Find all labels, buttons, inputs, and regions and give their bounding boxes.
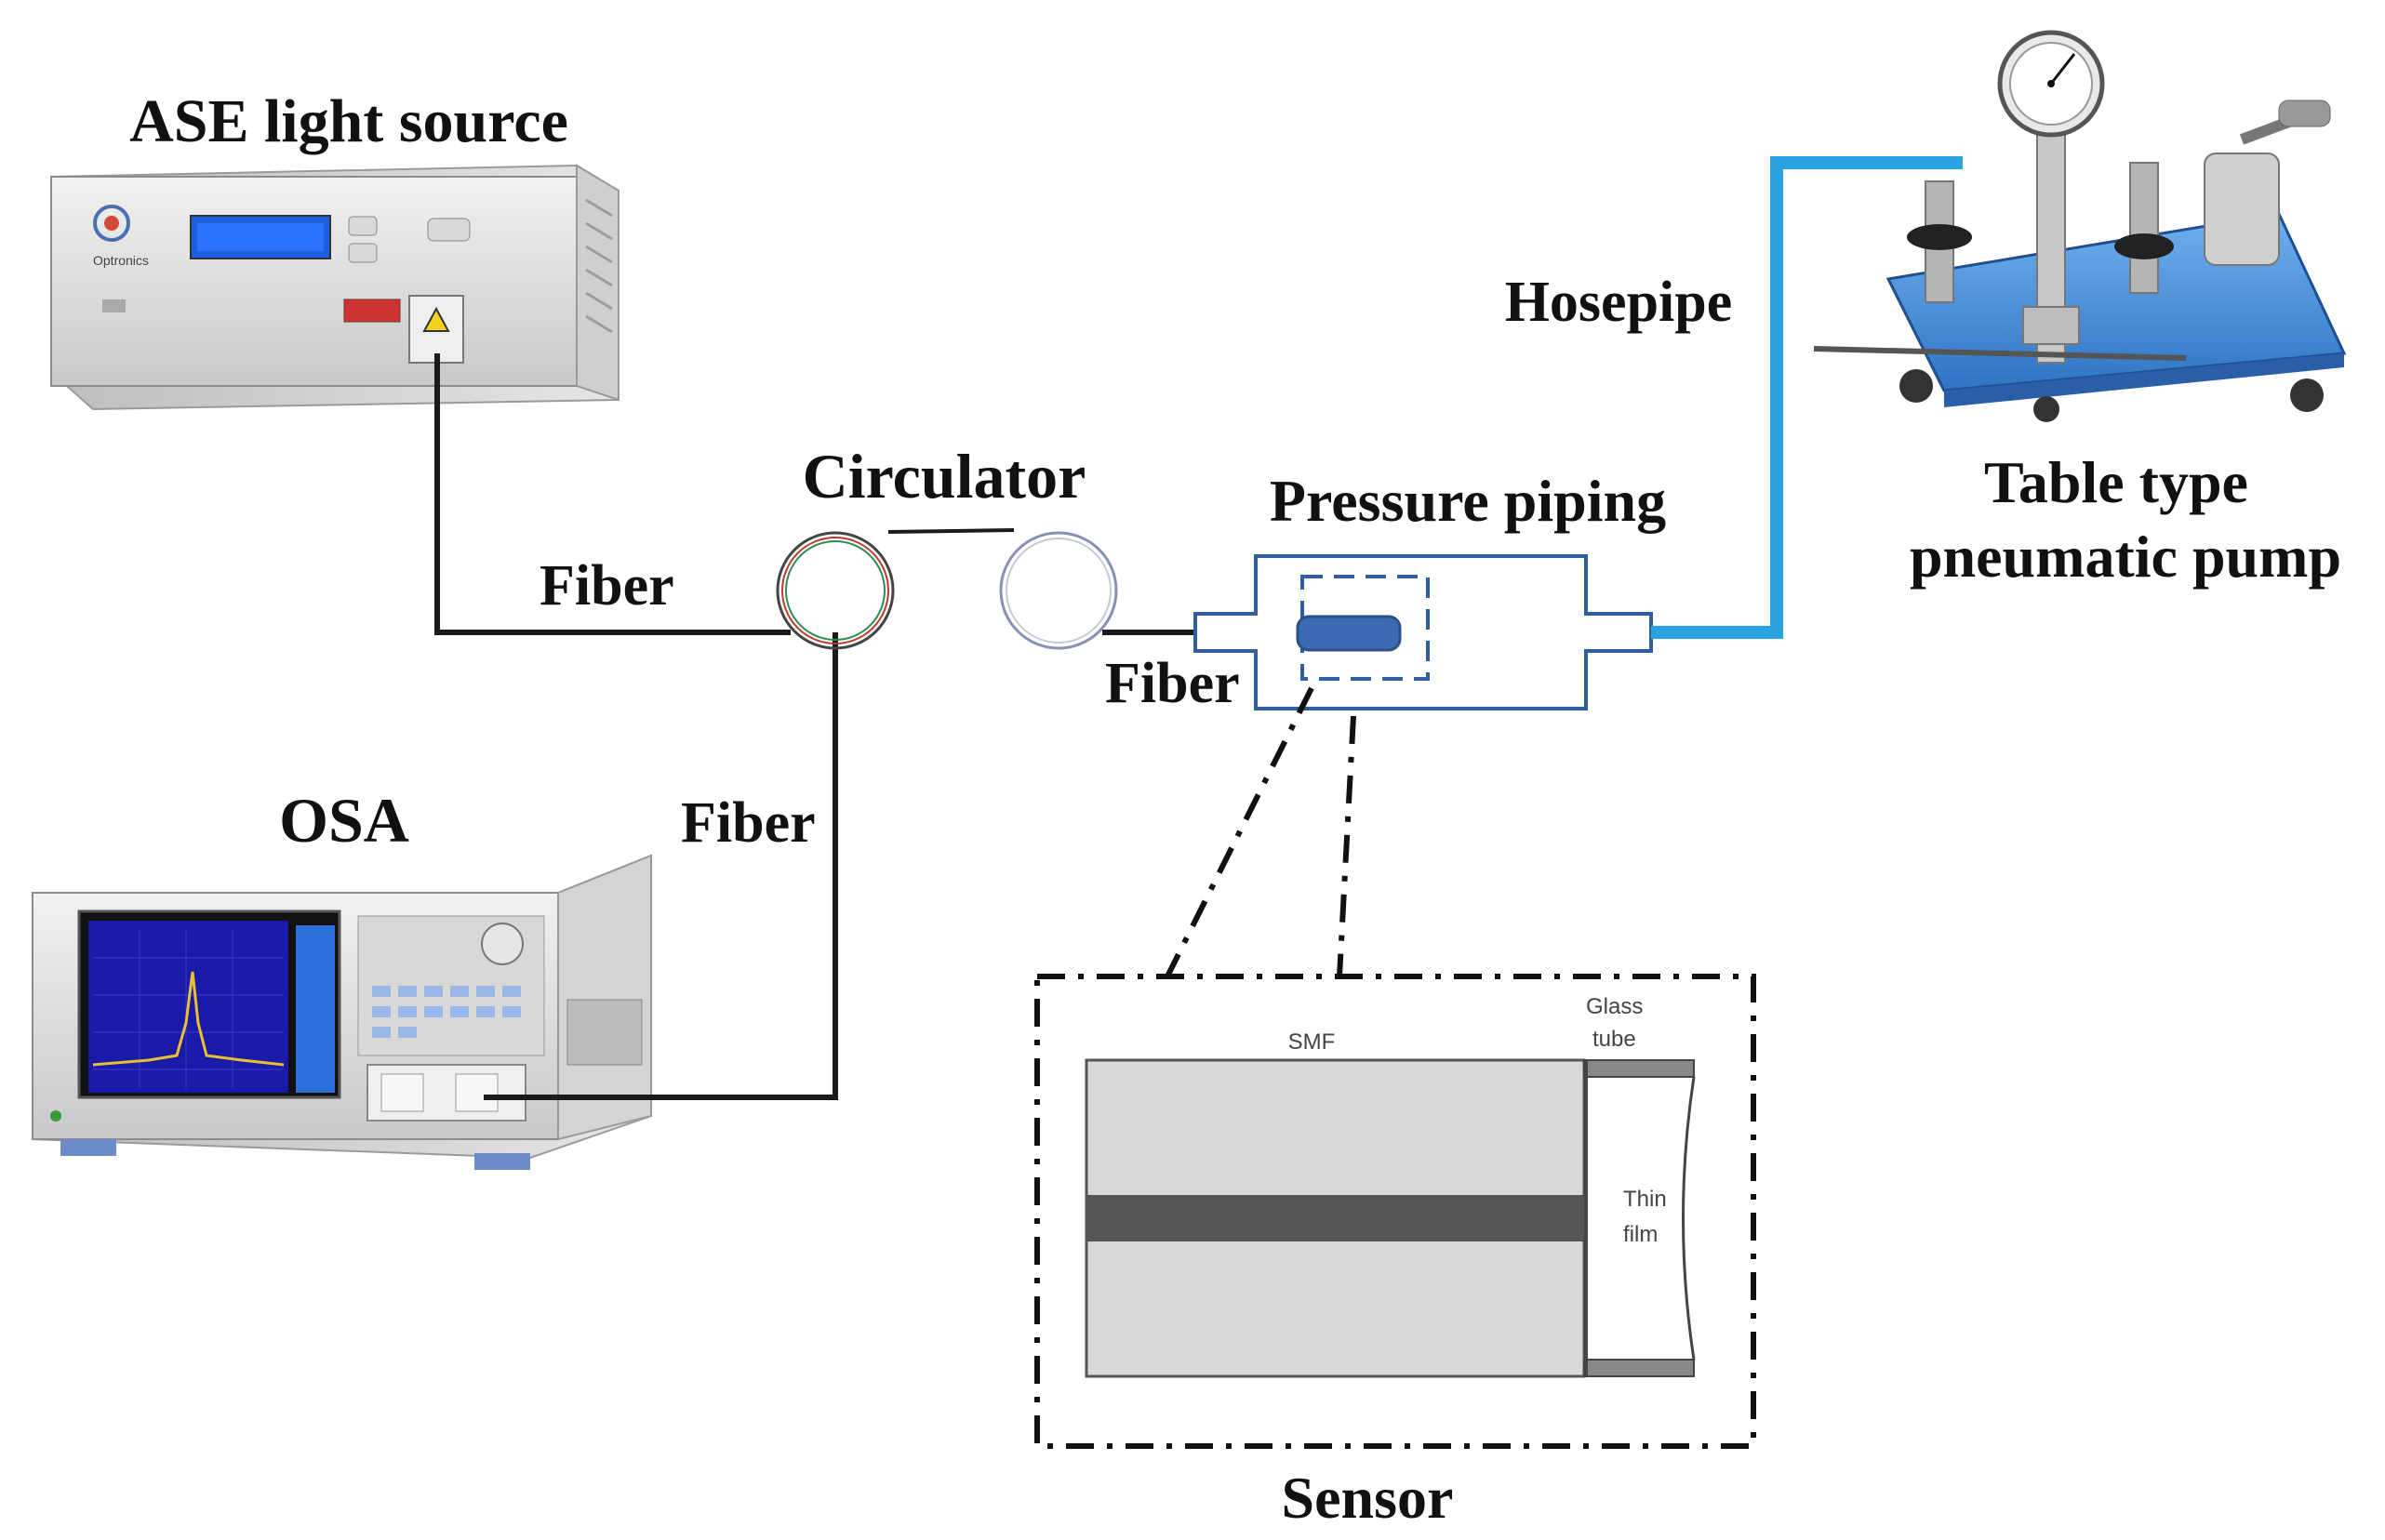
hosepipe-line [1651, 156, 1963, 639]
ase-light-source-label: ASE light source [129, 87, 568, 155]
fiber-label-piping: Fiber [1105, 652, 1240, 715]
glass-tube-label-line1: Glass [1586, 994, 1643, 1019]
ase-device-icon: Optronics [50, 164, 620, 411]
fiber-ase-to-circulator [434, 353, 791, 635]
pressure-piping-label: Pressure piping [1270, 468, 1666, 534]
circulator-coil-icon [776, 531, 1118, 650]
pressure-piping [1193, 554, 1653, 710]
pump-label-line2: pneumatic pump [1910, 524, 2341, 590]
fiber-label-osa: Fiber [681, 791, 816, 855]
fiber-label-ase: Fiber [540, 554, 674, 617]
pneumatic-pump [1813, 100, 2347, 422]
osa-label: OSA [279, 785, 409, 856]
sensor-core [1296, 615, 1402, 652]
sensor-label: Sensor [1282, 1465, 1454, 1531]
pump-label-line1: Table type [1984, 449, 2248, 515]
zoom-leaders [1165, 686, 1356, 978]
fiber-circulator-to-osa [484, 632, 838, 1100]
osa-device-icon [32, 854, 652, 1170]
svg-text:Optronics: Optronics [93, 253, 149, 268]
pressure-gauge-icon [1997, 30, 2105, 138]
thin-film-label-line2: film [1623, 1222, 1658, 1247]
glass-tube-label-line2: tube [1592, 1027, 1636, 1052]
sensor-detail [1034, 974, 1756, 1449]
circulator-label: Circulator [803, 441, 1086, 511]
hosepipe-label: Hosepipe [1505, 271, 1733, 334]
thin-film-label-line1: Thin [1623, 1187, 1667, 1212]
smf-label: SMF [1288, 1029, 1336, 1055]
